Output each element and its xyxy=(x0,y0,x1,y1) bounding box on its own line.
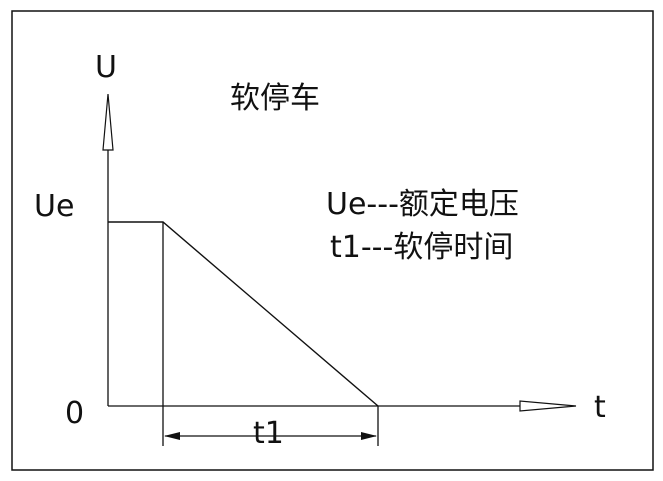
t1-left-arrowhead xyxy=(164,432,180,440)
x-axis-label: t xyxy=(594,390,606,425)
t1-right-arrowhead xyxy=(361,432,377,440)
x-axis-arrow xyxy=(519,400,577,412)
y-axis-label: U xyxy=(95,50,117,85)
diagram-title: 软停车 xyxy=(230,81,320,116)
outer-frame xyxy=(11,10,654,471)
legend-line-rated-voltage: Ue---额定电压 xyxy=(326,187,519,222)
legend-line-soft-stop-time: t1---软停时间 xyxy=(330,230,513,265)
y-axis-arrow xyxy=(102,93,114,151)
level-label: Ue xyxy=(34,189,74,224)
origin-label: 0 xyxy=(65,396,84,431)
duration-label: t1 xyxy=(253,416,284,451)
